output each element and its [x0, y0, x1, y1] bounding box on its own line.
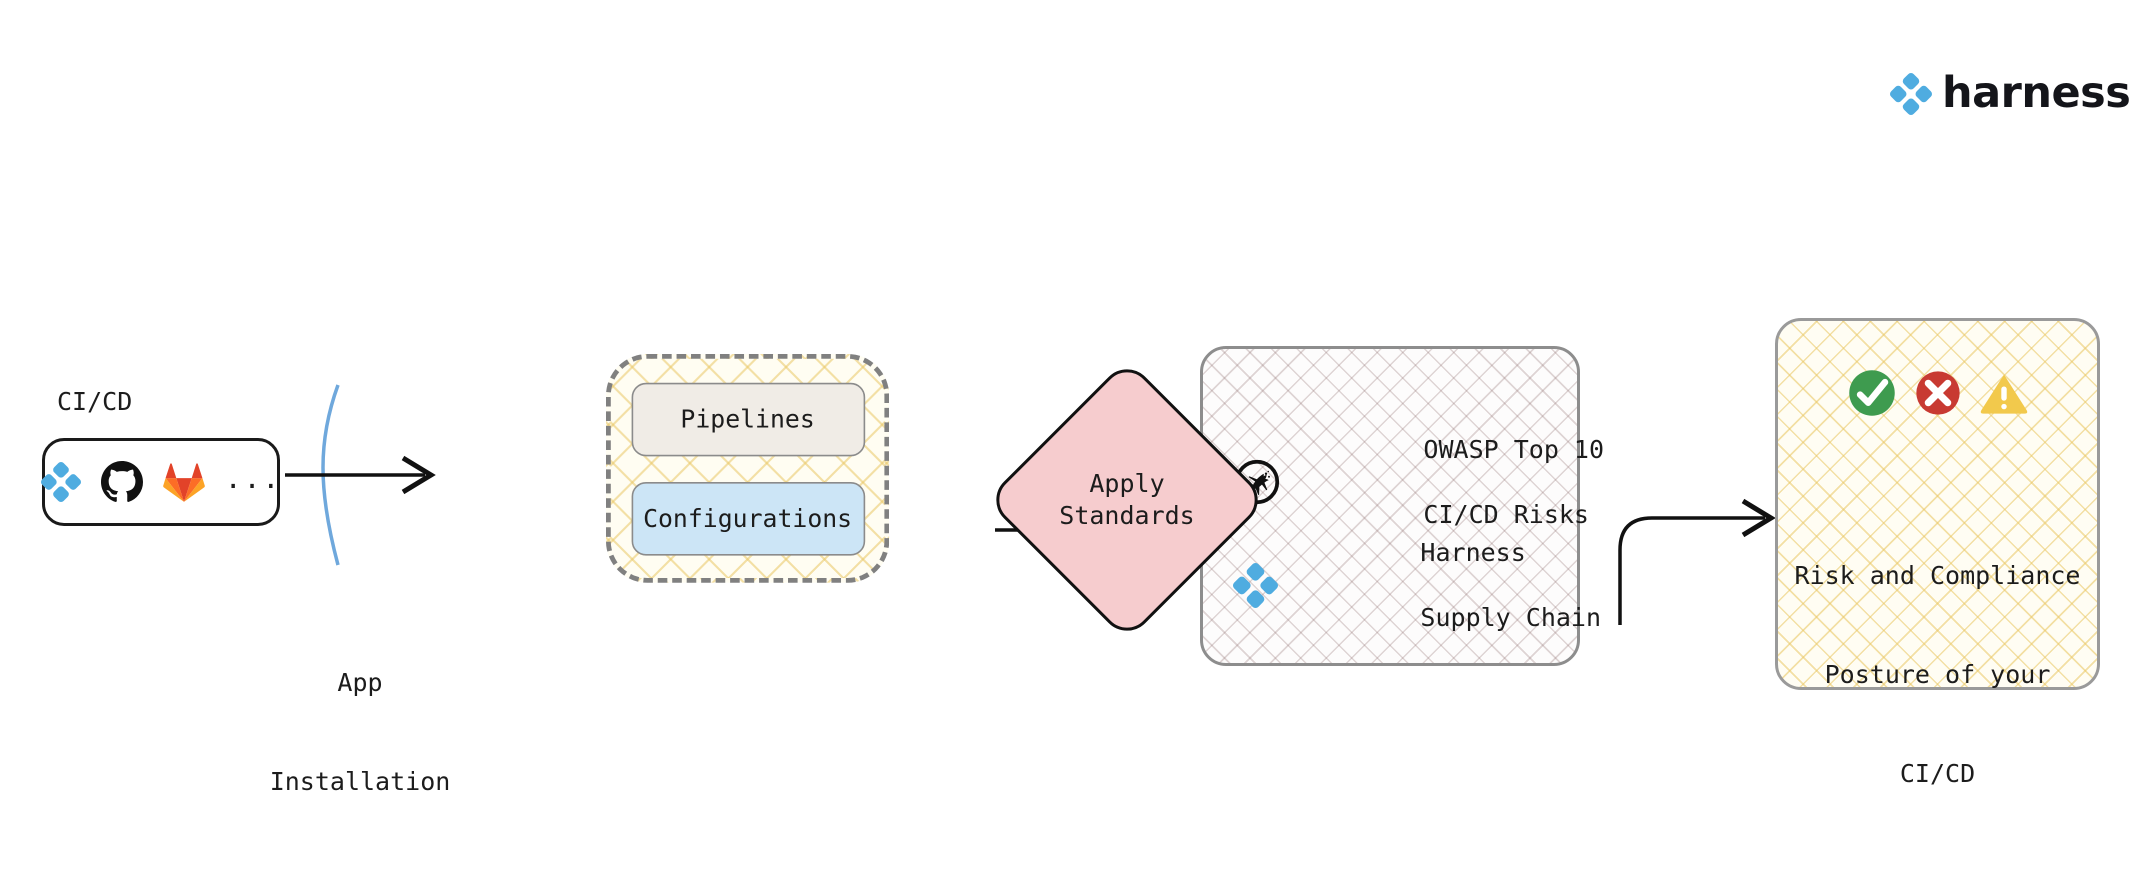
apply-standards-node[interactable]: Apply Standards	[985, 358, 1269, 642]
asset-card-configurations[interactable]: Configurations	[630, 481, 865, 555]
arrow-head-icon	[401, 455, 436, 495]
standard-entry-harness: Harness Supply Chain	[1232, 504, 1601, 667]
harness-diamond-icon	[1889, 72, 1933, 115]
installation-barrier-curve	[321, 384, 340, 566]
app-installation-connector	[285, 384, 436, 566]
outcome-description: Risk and Compliance Posture of your CI/C…	[1778, 493, 2097, 856]
app-installation-line-1: App	[337, 668, 383, 697]
check-circle-icon	[1846, 367, 1898, 419]
standard-line-2: CI/CD Risks	[1423, 499, 1589, 529]
asset-card-pipelines[interactable]: Pipelines	[630, 382, 865, 456]
standard-entry-text: OWASP Top 10 CI/CD Risks	[1303, 401, 1604, 564]
app-installation-line-2: Installation	[269, 767, 451, 796]
outcome-box: Risk and Compliance Posture of your CI/C…	[1775, 318, 2100, 788]
standards-to-outcome-arrow	[1618, 498, 1776, 625]
brand-wordmark: harness	[1942, 68, 2131, 118]
standard-entry-text: Harness Supply Chain	[1300, 504, 1601, 667]
standard-line-1: OWASP Top 10	[1423, 434, 1605, 464]
standard-line-1: Harness	[1420, 537, 1526, 567]
arrow-head-icon	[1741, 498, 1776, 538]
cicd-source-label: CI/CD	[57, 387, 133, 416]
outcome-line-1: Risk and Compliance	[1794, 561, 2081, 590]
app-installation-label: App Installation	[235, 600, 485, 864]
cross-circle-icon	[1912, 367, 1964, 419]
outcome-line-2: Posture of your	[1824, 660, 2051, 689]
asset-card-label: Configurations	[643, 503, 853, 533]
apply-standards-line-1: Apply	[1089, 468, 1165, 498]
harness-brand-logo: harness	[1889, 68, 2131, 118]
outcome-line-3: CI/CD	[1899, 759, 1976, 788]
assets-group-box: Pipelines Configurations	[606, 354, 890, 583]
github-octocat-icon	[100, 461, 143, 503]
harness-diamond-icon	[1232, 562, 1279, 608]
warning-triangle-icon	[1978, 367, 2030, 419]
cicd-source-box: ...	[40, 438, 282, 526]
standard-line-2: Supply Chain	[1420, 602, 1602, 632]
asset-card-label: Pipelines	[680, 404, 815, 434]
status-icons-row	[1778, 367, 2097, 419]
gitlab-tanuki-icon	[162, 462, 205, 502]
arrow-curve	[1618, 516, 1765, 625]
apply-standards-line-2: Standards	[1059, 501, 1195, 530]
harness-diamond-icon	[40, 461, 81, 503]
more-tools-ellipsis: ...	[224, 462, 282, 495]
standards-box: OWASP Top 10 CI/CD Risks Harness Supply …	[1200, 346, 1604, 666]
apply-standards-label: Apply Standards	[1027, 400, 1227, 600]
